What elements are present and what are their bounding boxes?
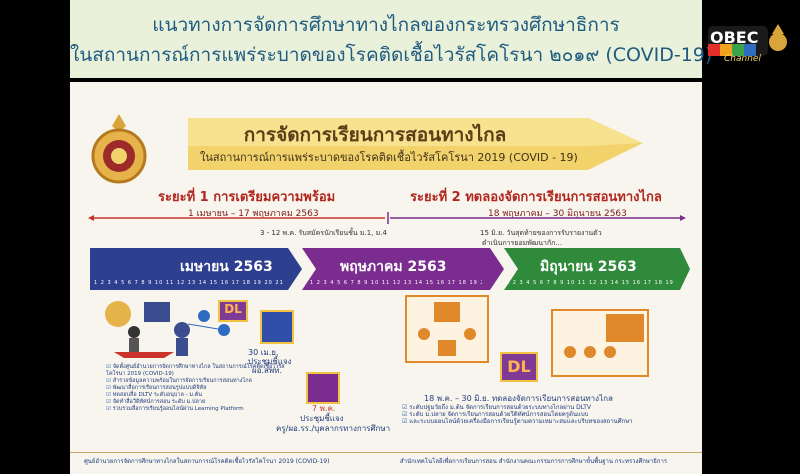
month-april: เมษายน 2563 — [180, 259, 273, 275]
obec-brand-text: OBEC — [710, 28, 759, 47]
event-7may-line3: ครู/ผอ.รร./บุคลากรทางการศึกษา — [276, 424, 391, 433]
phase1-title: ระยะที่ 1 การเตรียมความพร้อม — [158, 190, 336, 205]
header-title-line2: ในสถานการณ์การแพร่ระบาดของโรคติดเชื้อไวร… — [70, 44, 713, 66]
remote-class-illustration — [550, 308, 650, 378]
moe-emblem-icon — [88, 112, 150, 186]
online-class-illustration — [404, 294, 490, 364]
slide-infographic: การจัดการเรียนการสอนทางไกล ในสถานการณ์กา… — [70, 82, 702, 474]
phase1-task-item: ทดสอบสื่อ DLTV ระดับอนุบาล - ม.ต้น — [106, 392, 286, 399]
event-30apr-line2: ประชุมชี้แจง — [248, 357, 292, 366]
footer-left: ศูนย์อำนวยการจัดการศึกษาทางไกลในสถานการณ… — [84, 458, 330, 465]
dltv-icon-1: DL — [218, 300, 248, 322]
days-june: 1 2 3 4 5 6 7 8 9 10 11 12 13 14 15 16 1… — [506, 280, 676, 286]
footer-right: สำนักเทคโนโลยีเพื่อการเรียนการสอน สำนักง… — [400, 458, 668, 465]
footer-divider — [70, 452, 702, 453]
note-enrollment: 3 - 12 พ.ค. รับสมัครนักเรียนชั้น ม.1, ม.… — [260, 229, 387, 237]
obec-channel-logo: OBEC Channel — [706, 18, 792, 70]
phase2-task-list: ระดับปฐมวัยถึง ม.ต้น จัดการเรียนการสอนด้… — [402, 404, 692, 425]
phase2-dates: 18 พฤษภาคม – 30 มิถุนายน 2563 — [488, 209, 627, 219]
header-title-line1: แนวทางการจัดการศึกษาทางไกลของกระทรวงศึกษ… — [152, 14, 620, 36]
event-30apr-date: 30 เม.ย. — [248, 348, 279, 357]
month-may: พฤษภาคม 2563 — [340, 259, 447, 275]
note-ready: ดำเนินการยอมพัฒนากัก... — [482, 239, 563, 247]
obec-channel-text: Channel — [724, 54, 761, 64]
phase1-task-item: รวบรวมสื่อการเรียนรู้ออนไลน์ผ่าน Learnin… — [106, 406, 286, 413]
month-timeline — [90, 248, 690, 290]
header-banner: แนวทางการจัดการศึกษาทางไกลของกระทรวงศึกษ… — [70, 0, 713, 78]
phase1-task-item: พัฒนาสื่อการเรียนการสอนรูปแบบดิจิทัล — [106, 385, 286, 392]
event-7may-line2: ประชุมชี้แจง — [300, 414, 344, 423]
phase1-task-item: จัดทำสื่อวีดิทัศน์การสอน ระดับ ม.ปลาย — [106, 399, 286, 406]
phase2-task-item: ระดับปฐมวัยถึง ม.ต้น จัดการเรียนการสอนด้… — [402, 404, 692, 411]
phase1-task-item: จัดตั้งศูนย์อำนวยการจัดการศึกษาทางไกล ใน… — [106, 364, 286, 378]
phase2-title: ระยะที่ 2 ทดลองจัดการเรียนการสอนทางไกล — [410, 190, 662, 205]
phase-range-lines — [88, 212, 686, 224]
meeting-icon-30apr — [260, 310, 294, 344]
days-may: 1 2 3 4 5 6 7 8 9 10 11 12 13 14 15 16 1… — [310, 280, 482, 286]
days-april: 1 2 3 4 5 6 7 8 9 10 11 12 13 14 15 16 1… — [94, 280, 284, 286]
building-icon-7may — [306, 372, 340, 404]
phase1-task-list: จัดตั้งศูนย์อำนวยการจัดการศึกษาทางไกล ใน… — [106, 364, 286, 413]
phase1-illustration — [104, 294, 244, 360]
phase2-task-item: ระดับ ม.ปลาย จัดการเรียนการสอนด้วยวีดิทั… — [402, 411, 692, 418]
month-june: มิถุนายน 2563 — [540, 259, 637, 275]
phase1-dates: 1 เมษายน – 17 พฤษภาคม 2563 — [188, 209, 319, 219]
slide-title: การจัดการเรียนการสอนทางไกล — [243, 124, 507, 146]
phase2-task-item: และระบบออนไลน์ด้วยเครื่องมือการเรียนรู้ต… — [402, 418, 692, 425]
phase2-heading: 18 พ.ค. – 30 มิ.ย. ทดลองจัดการเรียนการสอ… — [424, 394, 613, 403]
dltv-icon-2: DL — [500, 352, 538, 382]
banner-arrow — [188, 118, 643, 170]
event-7may-date: 7 พ.ค. — [312, 404, 336, 413]
slide-subtitle: ในสถานการณ์การแพร่ระบาดของโรคติดเชื้อไวร… — [200, 151, 578, 164]
note-june15: 15 มิ.ย. วันสุดท้ายของการรับรายงานตัว — [480, 229, 602, 237]
phase1-task-item: สำรวจข้อมูลความพร้อมในการจัดการเรียนการส… — [106, 378, 286, 385]
